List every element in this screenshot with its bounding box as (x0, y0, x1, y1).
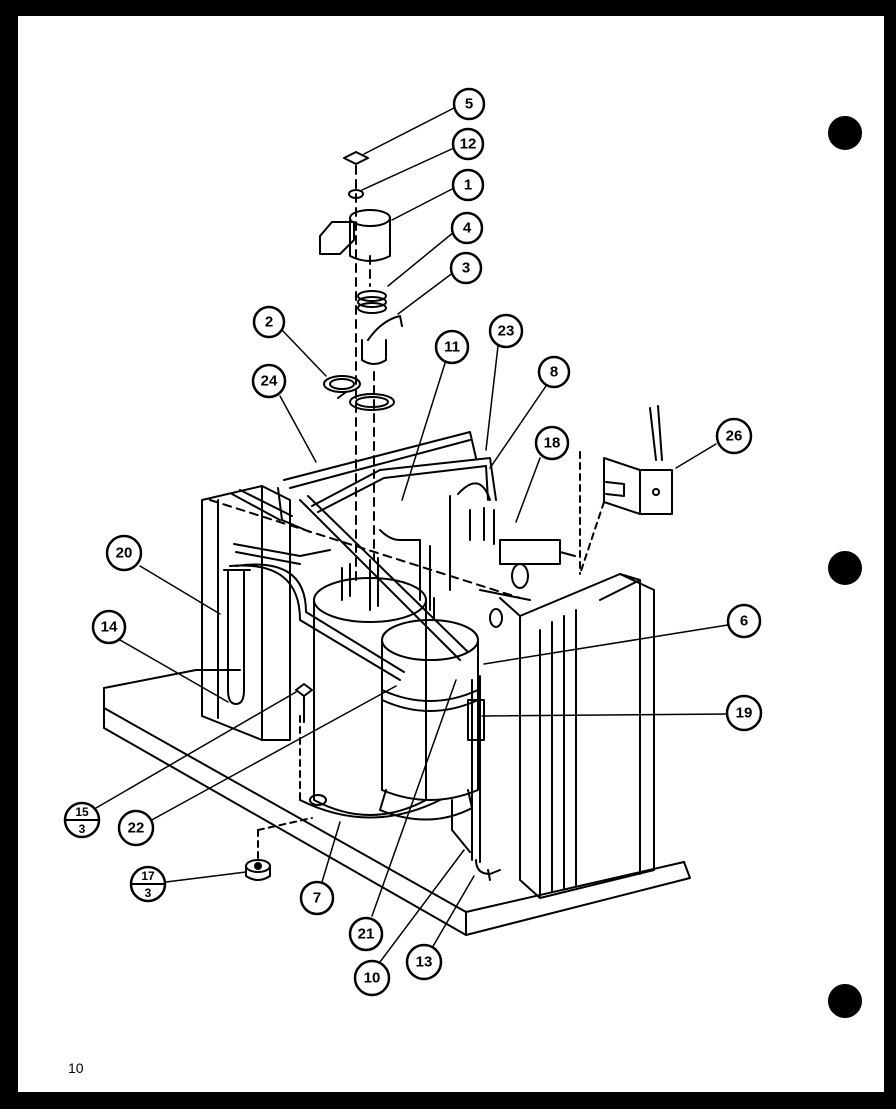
leader-lines (95, 107, 735, 963)
callout-label-8: 8 (550, 364, 558, 381)
mounting-bolt (295, 683, 313, 723)
page-number: 10 (68, 1060, 84, 1076)
callout-label-10: 10 (364, 970, 381, 987)
callout-24 (251, 363, 287, 399)
binder-hole-middle (828, 551, 862, 585)
callout-label-6: 6 (740, 613, 748, 630)
callout-2 (252, 305, 286, 339)
callout-label-18: 18 (544, 435, 561, 452)
callout-label-13: 13 (416, 954, 433, 971)
callout-label-26: 26 (726, 428, 743, 445)
callout-7 (299, 880, 335, 916)
callout-label-15-sub: 3 (79, 822, 86, 836)
callout-5 (452, 87, 486, 121)
callout-label-14: 14 (101, 619, 118, 636)
callout-21 (348, 916, 384, 952)
callout-label-3: 3 (462, 260, 470, 277)
condenser-coil (209, 499, 655, 899)
binder-hole-bottom (828, 984, 862, 1018)
callout-3 (449, 251, 483, 285)
callout-12 (451, 127, 485, 161)
reversing-valve (469, 507, 576, 628)
filter-drier (223, 563, 405, 705)
callout-label-15: 15 (75, 805, 89, 819)
callout-18 (534, 425, 570, 461)
binder-hole-top (828, 116, 862, 150)
solenoid-coil (603, 405, 673, 515)
accumulator (379, 597, 479, 821)
callout-label-7: 7 (313, 890, 321, 907)
callout-10 (353, 959, 391, 997)
callout-label-22: 22 (128, 820, 145, 837)
callout-label-19: 19 (736, 705, 753, 722)
callout-23 (488, 313, 524, 349)
overload-protector (361, 315, 403, 365)
callout-label-17-sub: 3 (145, 886, 152, 900)
callout-13 (405, 943, 443, 981)
callout-label-11: 11 (444, 339, 460, 356)
callout-label-21: 21 (358, 926, 375, 943)
callout-20 (105, 534, 143, 572)
callout-label-4: 4 (463, 220, 472, 237)
callout-label-2: 2 (265, 314, 273, 331)
callout-22 (117, 809, 155, 847)
evaporator-panel (201, 485, 293, 741)
callout-19 (725, 694, 763, 732)
grommet (245, 859, 271, 881)
callout-label-5: 5 (465, 96, 473, 113)
callout-4 (450, 211, 484, 245)
callout-14 (91, 609, 127, 645)
callout-label-20: 20 (116, 545, 133, 562)
callout-1 (451, 168, 485, 202)
refrigerant-tubing (233, 431, 497, 661)
callout-26 (715, 417, 753, 455)
spring-clip (357, 290, 387, 314)
base-pan (103, 669, 691, 936)
callout-label-24: 24 (261, 373, 278, 390)
callout-label-1: 1 (464, 177, 472, 194)
callout-label-23: 23 (498, 323, 515, 340)
callout-label-12: 12 (460, 136, 477, 153)
callout-11 (434, 329, 470, 365)
capillary-tubes (451, 675, 501, 881)
callout-6 (726, 603, 762, 639)
callout-label-17: 17 (141, 869, 155, 883)
terminal-nut (343, 151, 369, 165)
gasket (323, 375, 395, 411)
callout-8 (537, 355, 571, 389)
